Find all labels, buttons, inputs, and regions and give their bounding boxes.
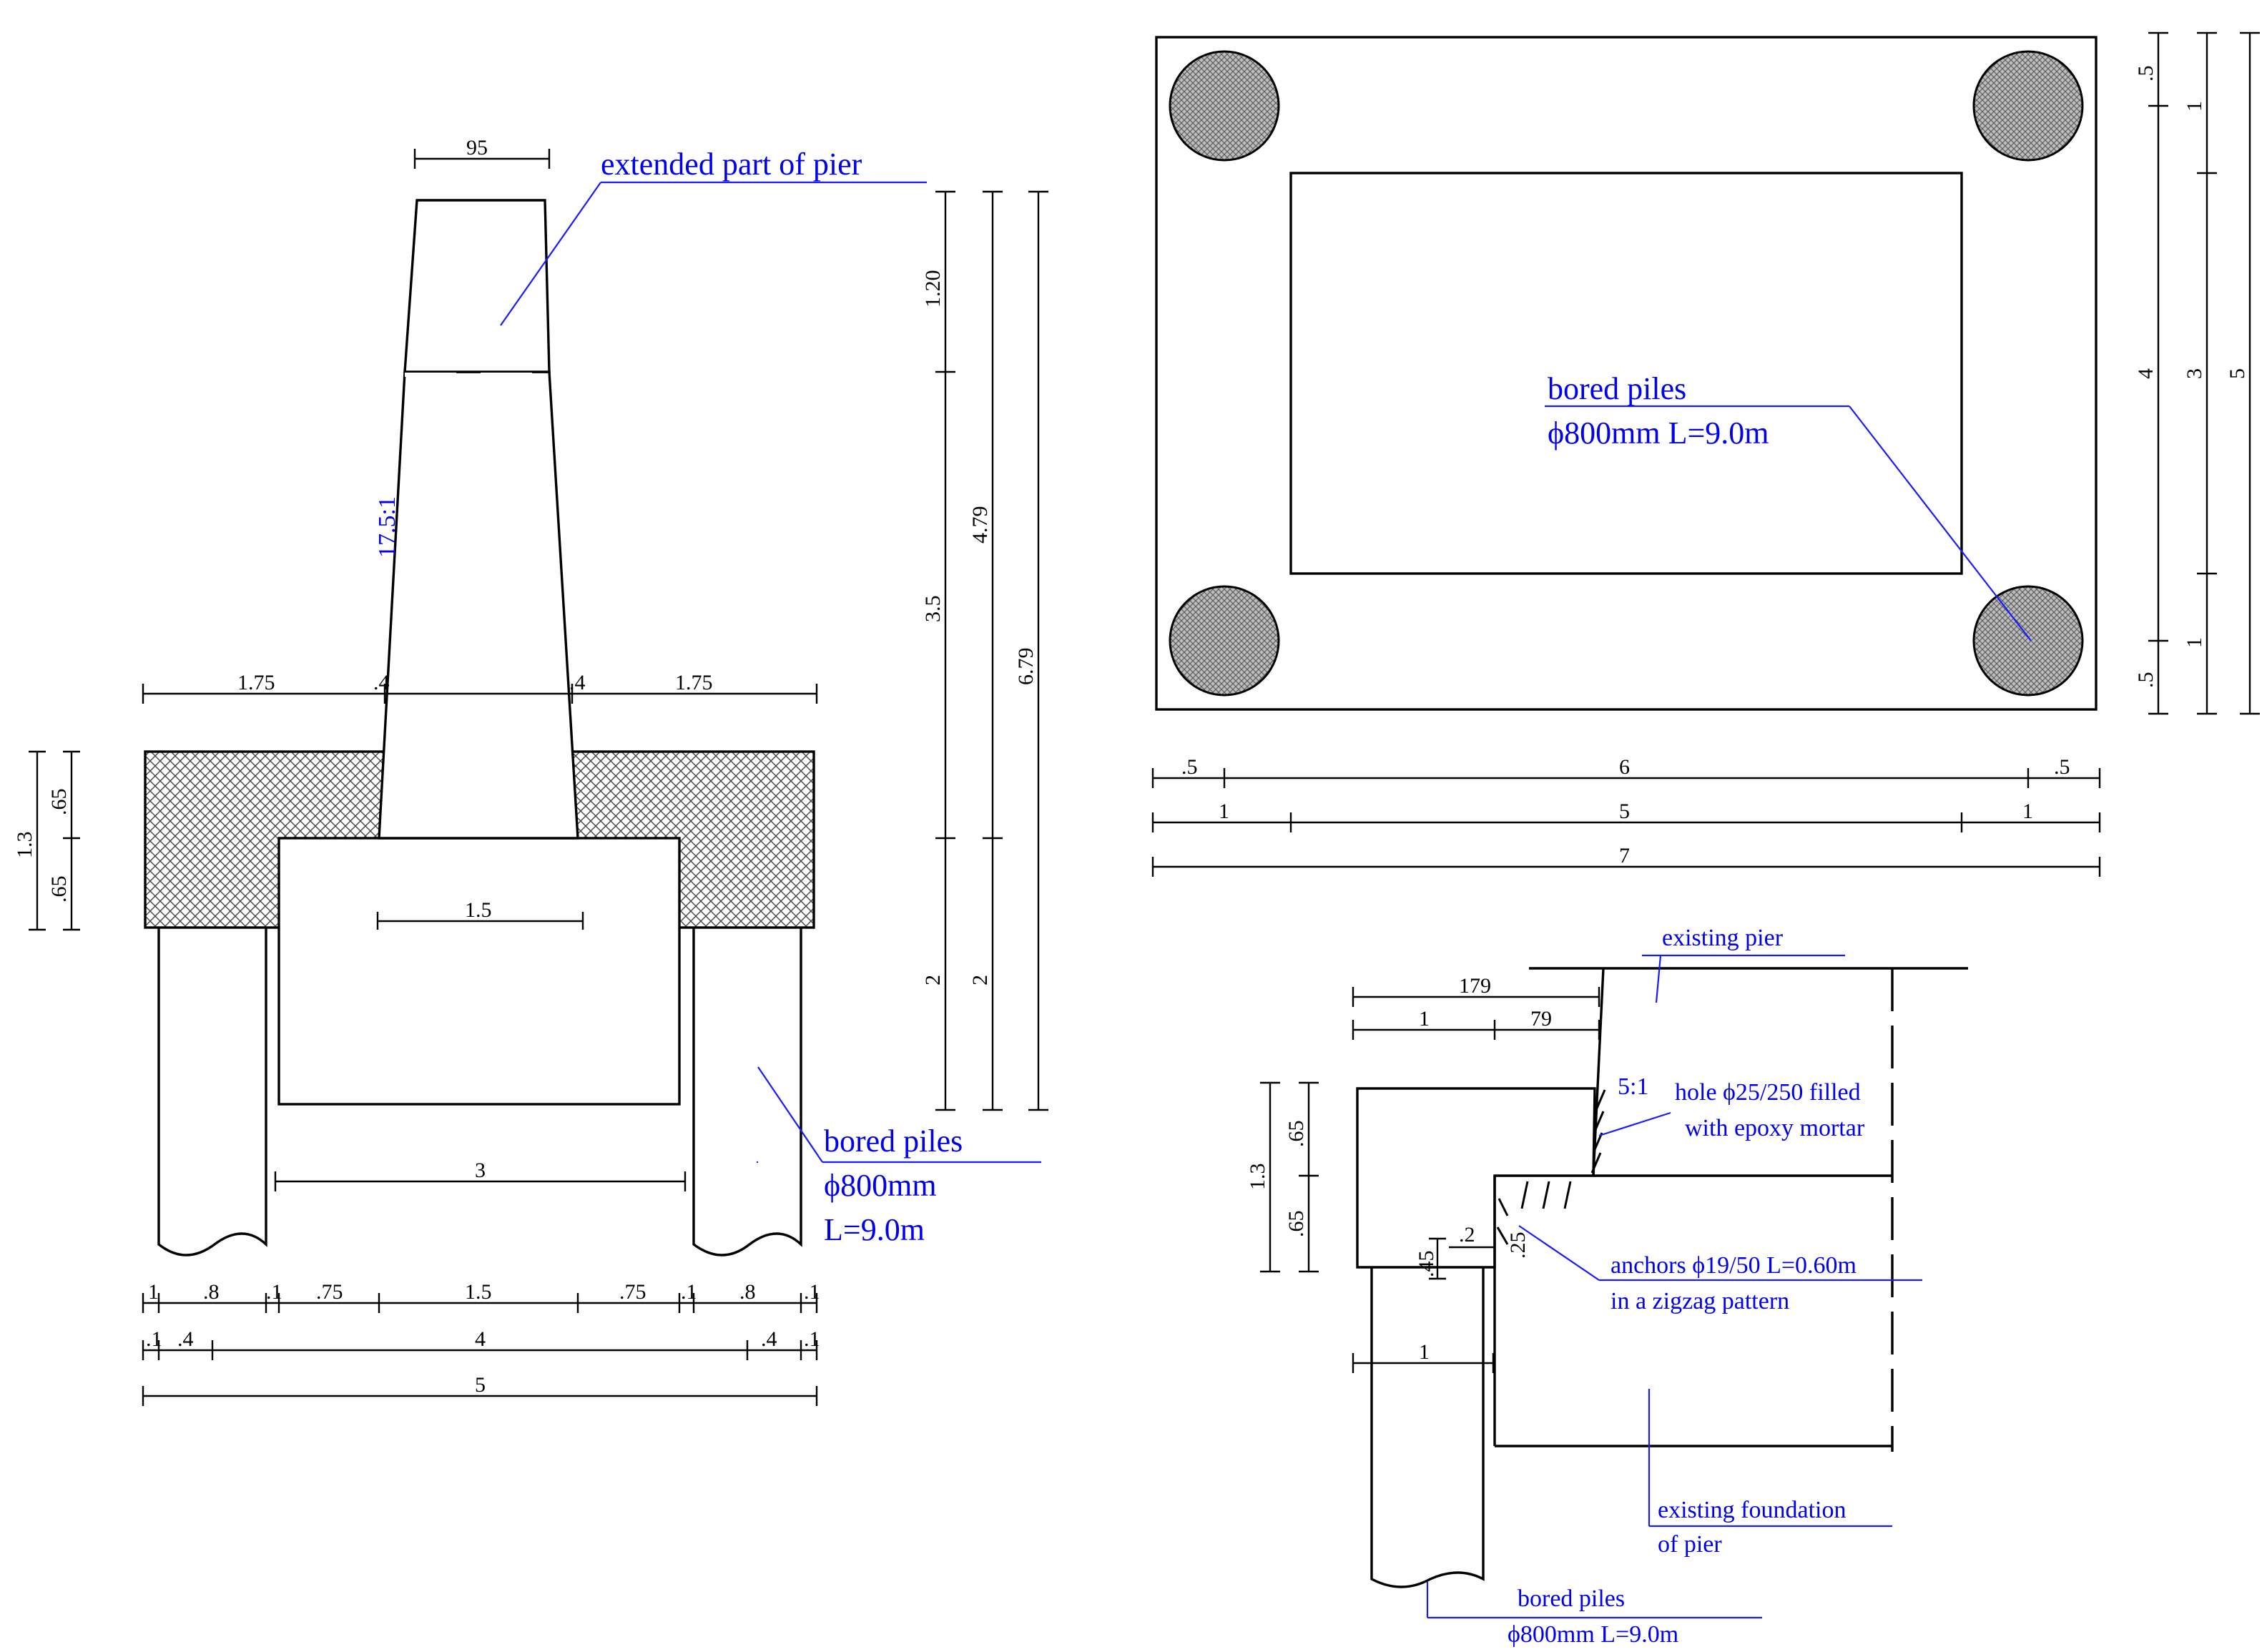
dim-plan-r2-0: 1: [1219, 800, 1229, 823]
label-bored-piles-plan-1: bored piles: [1548, 371, 1686, 406]
label-hole-1: hole ϕ25/250 filled: [1675, 1079, 1861, 1106]
dim-right-overhang: 1.75: [675, 671, 713, 694]
dim-v-2b: 2: [968, 975, 992, 985]
label-bored-piles-left-3: L=9.0m: [824, 1212, 925, 1247]
dim-plan-r2-1: 5: [1619, 800, 1630, 823]
dim-plan-r1-1: 6: [1619, 755, 1630, 779]
dim-r1-7: .8: [739, 1280, 756, 1304]
dim-detail-79: 79: [1530, 1007, 1552, 1031]
dim-v-120: 1.20: [921, 270, 945, 308]
dim-plan-c3: 5: [2226, 368, 2249, 379]
dim-detail-25: .25: [1506, 1232, 1530, 1259]
dim-r2-4: .1: [804, 1327, 820, 1351]
dim-detail-13: 1.3: [1246, 1164, 1269, 1191]
dim-plan-c2-0: 1: [2183, 101, 2206, 112]
dim-inner-width: 1.5: [465, 898, 492, 922]
dim-r1-5: .75: [619, 1280, 646, 1304]
dim-cap-upper: .65: [47, 789, 71, 816]
pile-circle-top-right: [1972, 50, 2084, 162]
dim-plan-c1-0: .5: [2134, 66, 2158, 82]
dim-plan-r2-2: 1: [2022, 800, 2033, 823]
pile-right: [692, 928, 802, 1257]
label-bored-piles-left-1: bored piles: [824, 1124, 963, 1159]
label-existing-foundation-1: existing foundation: [1658, 1497, 1846, 1523]
dim-r3: 5: [475, 1373, 486, 1397]
dim-plan-r3: 7: [1619, 844, 1630, 867]
dim-r2-0: .1: [146, 1327, 162, 1351]
dim-r1-8: .1: [804, 1280, 820, 1304]
label-existing-pier: existing pier: [1662, 925, 1784, 951]
elevation-bottom-dims-row2: .1 .4 4 .4 .1: [142, 1327, 820, 1360]
dim-plan-c2-2: 1: [2183, 637, 2206, 648]
dim-cap-lower: .65: [47, 876, 71, 903]
dim-top-width: 95: [466, 136, 488, 159]
label-extended-part: extended part of pier: [601, 147, 862, 182]
elevation-bottom-dims-row3: 5: [142, 1373, 818, 1406]
dim-r1-2: .1: [266, 1280, 282, 1304]
pier-elevation-view: 95 extended part of pier 17.5:1 1.75 .4 …: [13, 136, 1048, 1406]
label-bored-piles-left-2: ϕ800mm: [824, 1168, 937, 1203]
label-bored-piles-plan-2: ϕ800mm L=9.0m: [1548, 416, 1769, 451]
dim-plan-c1-2: .5: [2134, 672, 2158, 689]
label-bored-piles-detail-2: ϕ800mm L=9.0m: [1508, 1621, 1678, 1648]
detail-pile: [1370, 1267, 1485, 1588]
dim-detail-45: .45: [1415, 1251, 1438, 1278]
dim-v-679: 6.79: [1014, 648, 1038, 686]
dim-cap-height: 1.3: [13, 832, 36, 859]
label-hole-2: with epoxy mortar: [1685, 1115, 1865, 1141]
detail-new-cap: [1356, 1087, 1596, 1269]
dim-detail-2: .2: [1459, 1223, 1475, 1247]
dim-pile-span: 3: [475, 1159, 486, 1182]
dim-plan-c1-1: 4: [2134, 368, 2158, 379]
dim-r2-1: .4: [177, 1327, 194, 1351]
pile-circle-top-left: [1169, 50, 1280, 162]
label-slope-small: 5:1: [1618, 1073, 1648, 1100]
connection-detail-view: 5:1 existing pier hole ϕ25/250 filled wi…: [1246, 925, 1968, 1648]
dim-v-35: 3.5: [921, 596, 945, 623]
pile-cap-plan-view: bored piles ϕ800mm L=9.0m .5 6 .5 1 5 1 …: [1151, 31, 2260, 877]
dim-r1-1: .8: [203, 1280, 220, 1304]
pile-left: [157, 928, 267, 1257]
dim-plan-r1-0: .5: [1181, 755, 1198, 779]
dim-left-overhang: 1.75: [237, 671, 275, 694]
label-slope-ratio: 17.5:1: [374, 496, 400, 558]
dim-plan-r1-2: .5: [2054, 755, 2070, 779]
dim-v-479: 4.79: [968, 506, 992, 544]
dim-r1-3: .75: [316, 1280, 343, 1304]
dim-v-2a: 2: [921, 975, 945, 985]
label-anchors-2: in a zigzag pattern: [1610, 1288, 1789, 1314]
label-existing-foundation-2: of pier: [1658, 1531, 1722, 1558]
dim-r1-6: .1: [681, 1280, 697, 1304]
dim-r2-2: 4: [475, 1327, 486, 1351]
dim-detail-1: 1: [1419, 1007, 1430, 1031]
existing-foundation-block: [277, 837, 681, 1106]
dim-plan-c2-1: 3: [2183, 368, 2206, 379]
dim-r1-4: 1.5: [465, 1280, 492, 1304]
dim-detail-65a: .65: [1284, 1121, 1308, 1148]
dim-detail-pile: 1: [1419, 1340, 1430, 1364]
dim-r2-3: .4: [761, 1327, 777, 1351]
label-anchors-1: anchors ϕ19/50 L=0.60m: [1610, 1252, 1857, 1279]
elevation-bottom-dims-row1: 1 .8 .1 .75 1.5 .75 .1 .8 .1: [142, 1280, 820, 1313]
pile-circle-bottom-right: [1972, 585, 2084, 697]
extended-part-of-pier: [403, 199, 551, 373]
pile-circle-bottom-left: [1169, 585, 1280, 697]
pier-shaft: [378, 370, 579, 840]
dim-detail-179: 179: [1459, 974, 1491, 998]
dim-detail-65b: .65: [1284, 1211, 1308, 1238]
label-bored-piles-detail-1: bored piles: [1518, 1585, 1625, 1612]
dim-right-small: .4: [569, 671, 586, 694]
dim-left-small: .4: [373, 671, 390, 694]
dim-r1-0: 1: [148, 1280, 159, 1304]
plan-inner-foundation: [1289, 172, 1963, 575]
